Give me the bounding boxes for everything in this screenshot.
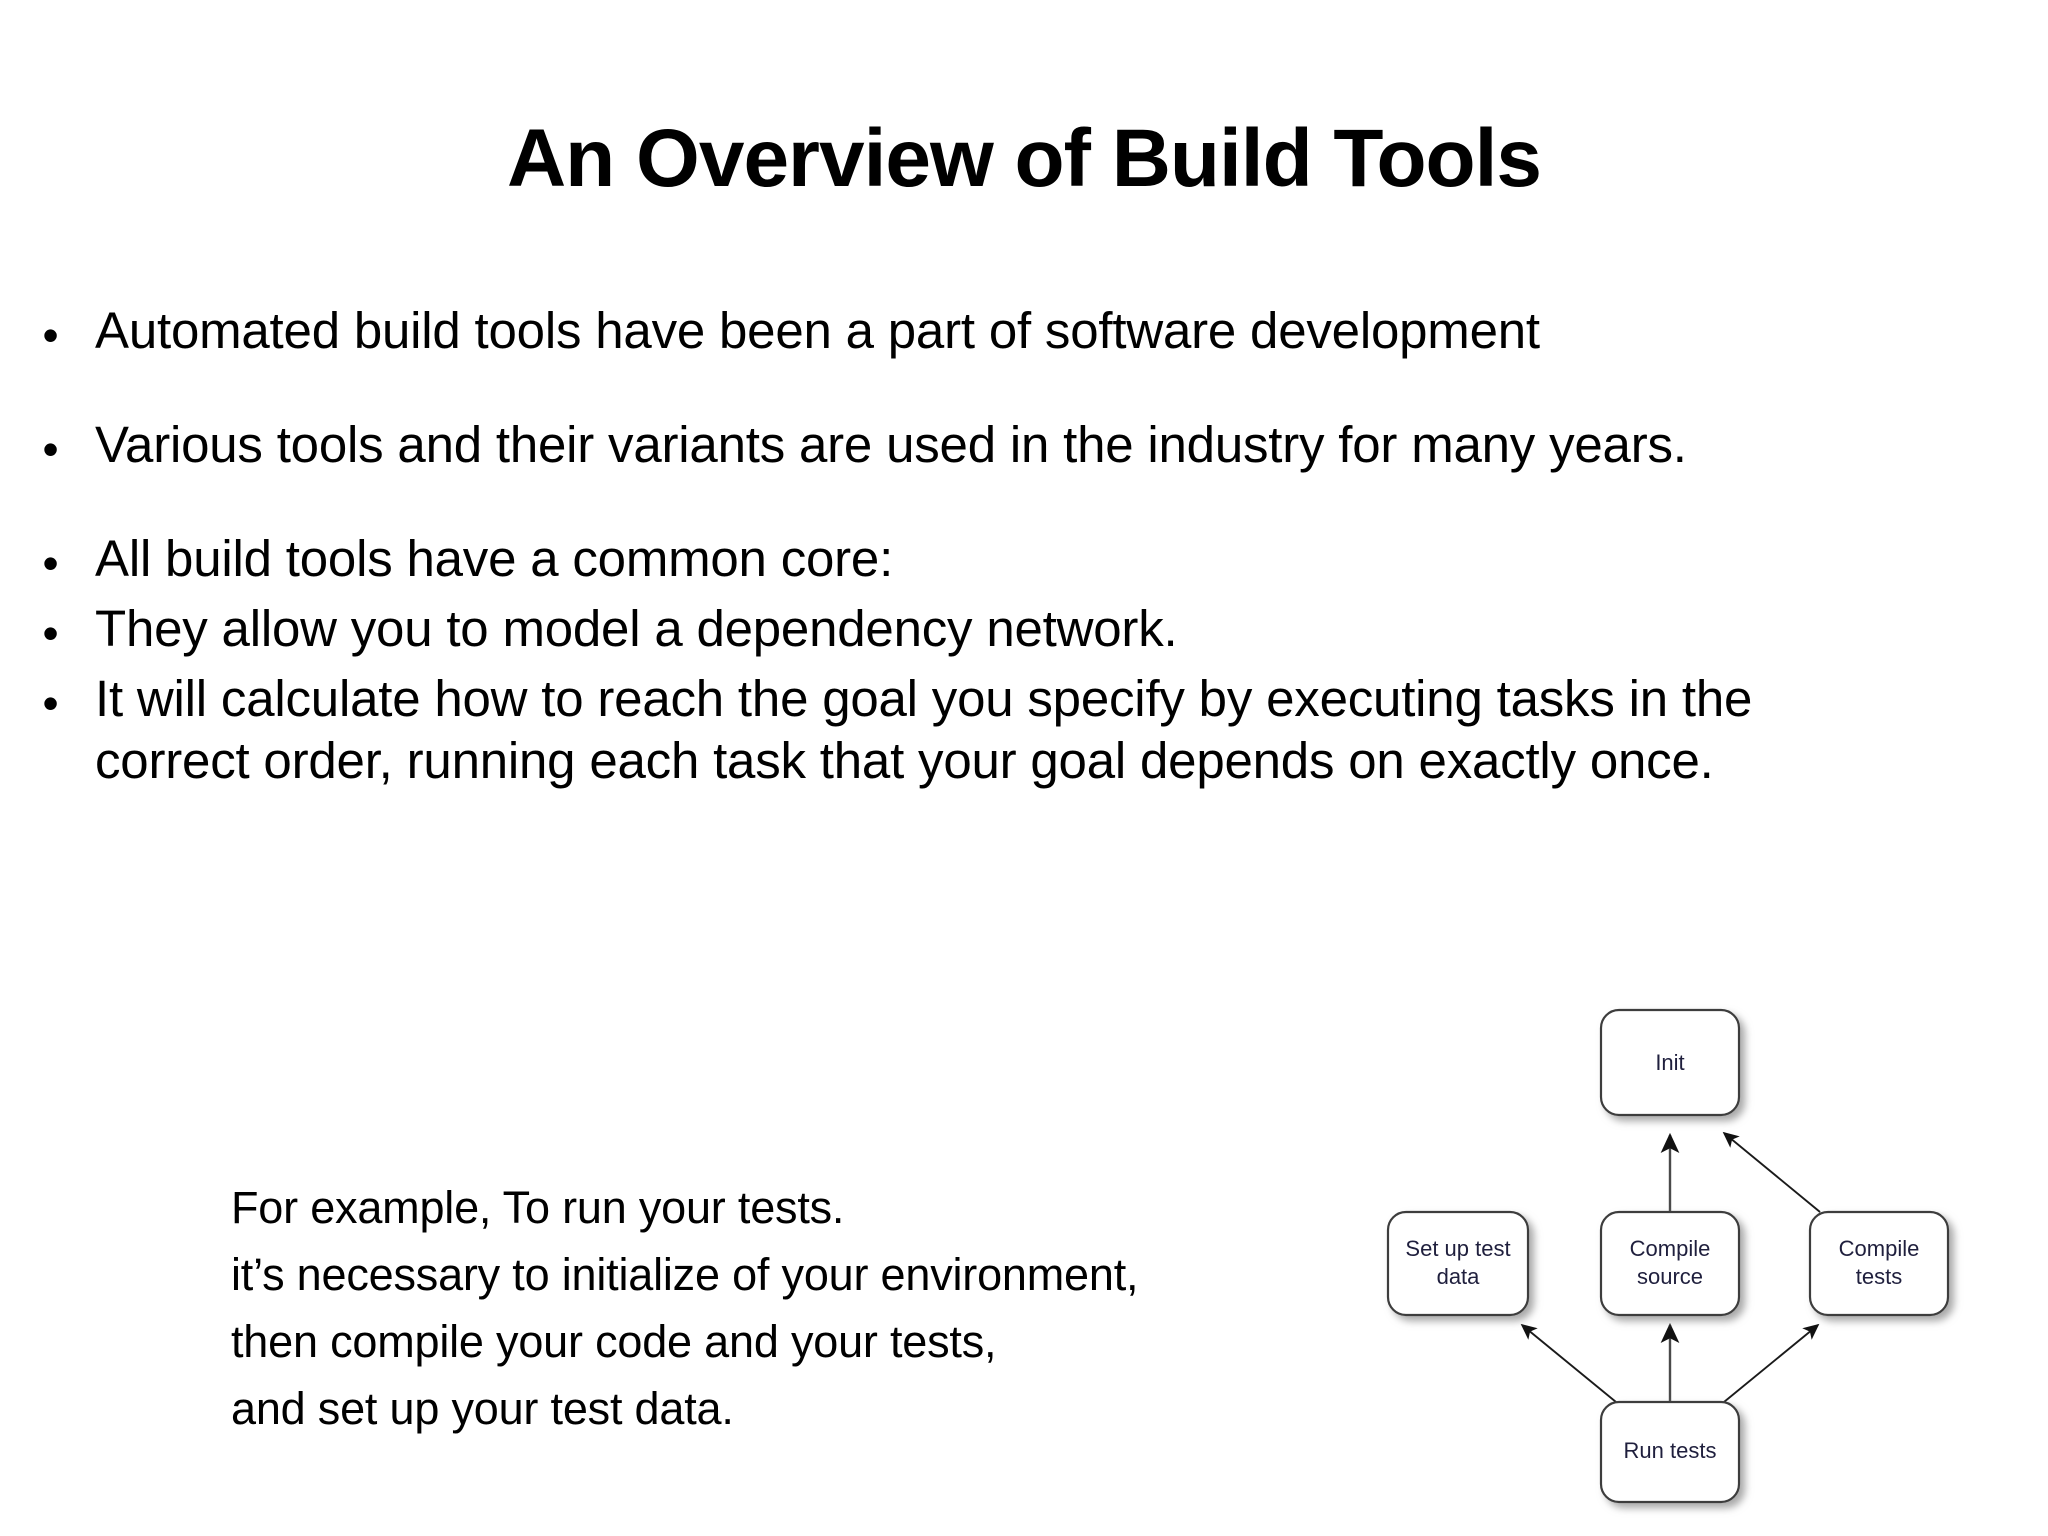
bullet-point-icon: • [42,309,59,361]
diagram-edges [1520,1131,1821,1403]
spacer [0,370,1920,414]
example-line-2: it’s necessary to initialize of your env… [231,1249,1139,1300]
example-line-4: and set up your test data. [231,1383,734,1434]
page-title: An Overview of Build Tools [506,113,1542,204]
diagram-node-compile-source: Compile source [1599,1210,1741,1317]
bullet-list: • Automated build tools have been a part… [0,300,1920,792]
diagram-node-run-tests: Run tests [1599,1400,1741,1504]
edge-compile-tests-to-init [1722,1131,1821,1213]
bullet-point-icon: • [42,677,59,729]
diagram-node-set-up-test-data: Set up test data [1386,1210,1530,1317]
diagram-node-label: data [1437,1264,1481,1289]
example-line-3: then compile your code and your tests, [231,1316,997,1367]
bullet-point-icon: • [42,423,59,475]
list-item: • They allow you to model a dependency n… [0,598,1920,668]
diagram-node-compile-tests: Compile tests [1808,1210,1950,1317]
edge-run-tests-to-compile-tests [1723,1323,1820,1403]
list-item: • Automated build tools have been a part… [0,300,1920,370]
bullet-point-icon: • [42,607,59,659]
diagram-node-label: Run tests [1624,1438,1717,1463]
bullet-point-icon: • [42,537,59,589]
example-paragraph: For example, To run your tests. it’s nec… [231,1174,1138,1442]
bullet-text: Automated build tools have been a part o… [95,302,1540,359]
diagram-node-label: source [1637,1264,1703,1289]
diagram-node-label: tests [1856,1264,1902,1289]
diagram-node-init: Init [1599,1008,1741,1117]
diagram-node-label: Init [1655,1050,1684,1075]
list-item: • All build tools have a common core: [0,528,1920,598]
bullet-text: Various tools and their variants are use… [95,416,1687,473]
spacer [0,484,1920,528]
diagram-node-label: Compile [1630,1236,1711,1261]
diagram-node-label: Compile [1839,1236,1920,1261]
edge-run-tests-to-set-up-test-data [1520,1323,1617,1403]
bullet-text: All build tools have a common core: [95,530,894,587]
example-line-1: For example, To run your tests. [231,1182,845,1233]
list-item: • It will calculate how to reach the goa… [0,668,1920,792]
list-item: • Various tools and their variants are u… [0,414,1920,484]
diagram-node-label: Set up test [1405,1236,1510,1261]
dependency-network-diagram: Init Set up test data Compile source Com… [1370,1000,1970,1530]
bullet-text: It will calculate how to reach the goal … [95,670,1753,789]
bullet-text: They allow you to model a dependency net… [95,600,1178,657]
